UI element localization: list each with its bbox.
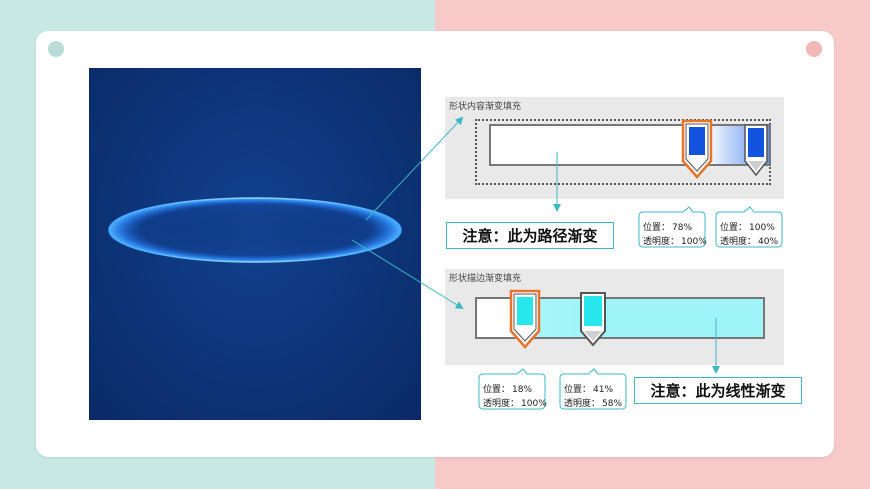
transparency-value: 100% (521, 399, 547, 409)
position-value: 100% (749, 223, 775, 233)
position-value: 18% (512, 385, 533, 395)
gradient-stop-handle-selected[interactable] (681, 119, 713, 181)
transparency-label: 透明度： (564, 399, 601, 409)
gradient-stop-handle[interactable] (579, 291, 607, 349)
decorative-dot-left (48, 41, 64, 57)
transparency-value: 100% (681, 237, 707, 247)
panel-title: 形状描边渐变填充 (449, 274, 522, 284)
gradient-stop-handle[interactable] (743, 123, 769, 179)
position-value: 78% (672, 223, 693, 233)
note-linear-gradient: 注意：此为线性渐变 (634, 377, 802, 404)
decorative-dot-right (806, 41, 822, 57)
stop-info-callout: 位置：100% 透明度：40% (714, 206, 784, 248)
position-label: 位置： (720, 223, 748, 233)
preview-canvas (89, 68, 421, 420)
stroke-gradient-panel: 形状描边渐变填充 (445, 269, 784, 365)
fill-gradient-panel: 形状内容渐变填充 (445, 97, 784, 199)
position-label: 位置： (564, 385, 592, 395)
gradient-stop-handle-selected[interactable] (509, 289, 541, 351)
stop-info-callout: 位置：18% 透明度：100% (477, 368, 547, 410)
stop-info-callout: 位置：41% 透明度：58% (558, 368, 628, 410)
transparency-value: 58% (602, 399, 623, 409)
note-radial-gradient: 注意：此为路径渐变 (446, 222, 614, 249)
stop-info-callout: 位置：78% 透明度：100% (637, 206, 707, 248)
panel-title: 形状内容渐变填充 (449, 102, 522, 112)
glowing-ellipse-ring (108, 197, 402, 263)
position-label: 位置： (483, 385, 511, 395)
position-value: 41% (593, 385, 614, 395)
gradient-bar[interactable] (489, 124, 771, 166)
position-label: 位置： (643, 223, 671, 233)
transparency-label: 透明度： (643, 237, 680, 247)
transparency-label: 透明度： (483, 399, 520, 409)
transparency-label: 透明度： (720, 237, 757, 247)
transparency-value: 40% (758, 237, 779, 247)
